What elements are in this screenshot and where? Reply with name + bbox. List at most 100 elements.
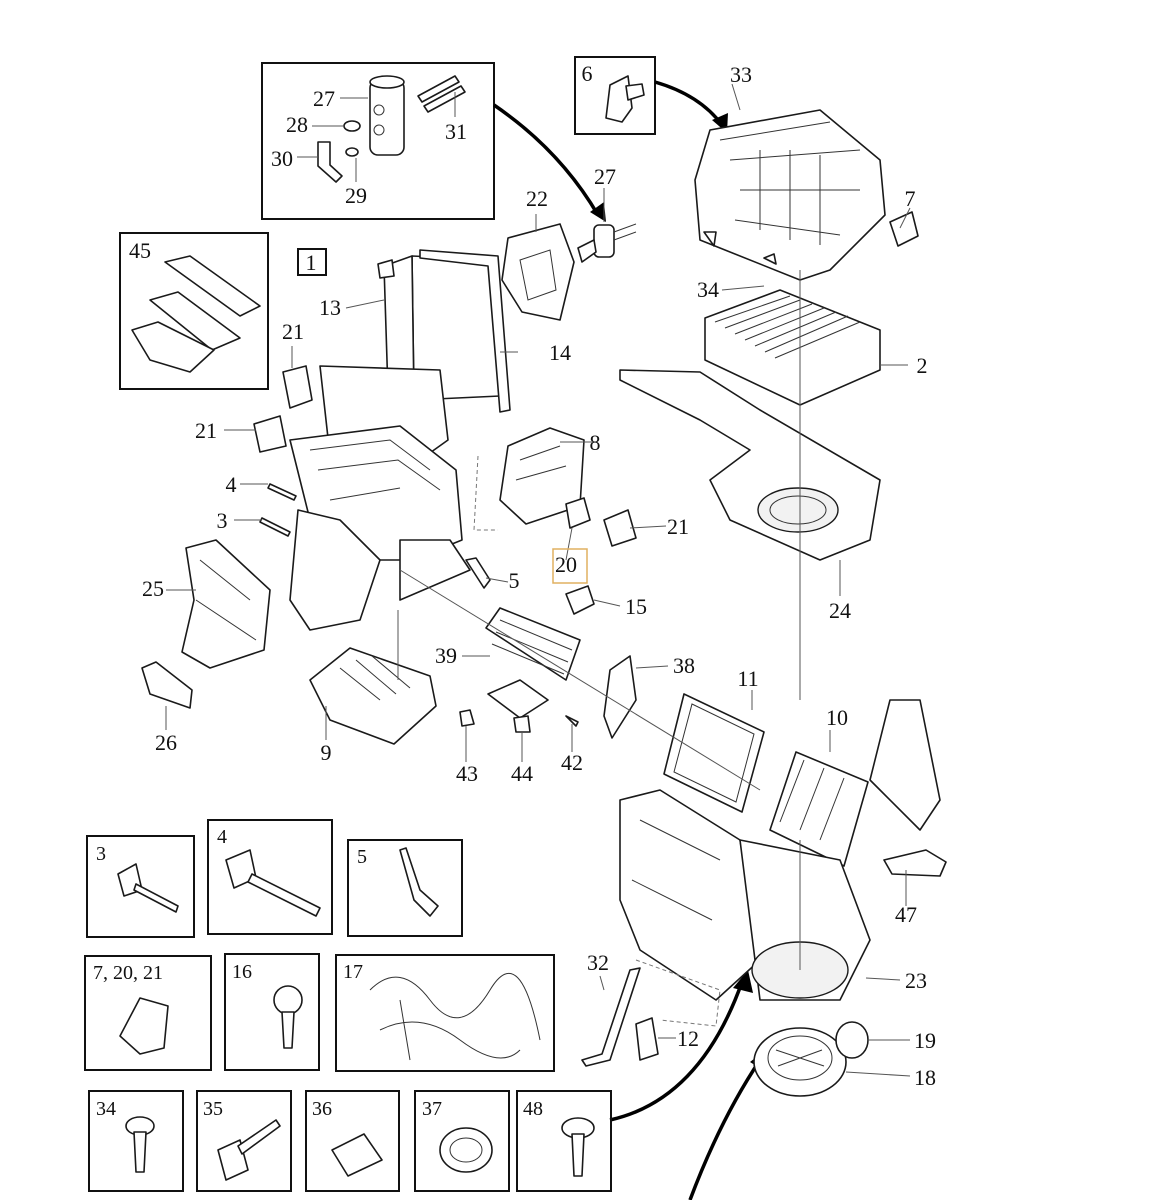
part-label-26: 26 [155,730,177,755]
part-label-9: 9 [321,740,332,765]
detail-label-5: 5 [357,846,367,868]
part-44-clip [513,715,531,733]
part-20-actuator [565,497,591,529]
part-33-distribution-housing [694,109,919,281]
part-27-valve [577,223,637,263]
part-label-28: 28 [286,112,308,137]
part-label-4: 4 [226,472,237,497]
part-25-duct [181,539,271,669]
part-label-6: 6 [582,61,593,86]
detail-box-34 [88,1090,184,1192]
part-label-18: 18 [914,1065,936,1090]
part-label-31: 31 [445,119,467,144]
part-label-13: 13 [319,295,341,320]
part-3-screw [259,517,291,537]
detail-box-3 [86,835,195,938]
detail-label-16: 16 [232,961,252,983]
detail-box-labels: 3 4 5 7, 20, 21 16 17 34 35 36 37 48 [93,826,543,1120]
part-32-drain-hose [581,967,641,1067]
part-45-inset [119,232,269,390]
part-label-5: 5 [509,568,520,593]
detail-label-3: 3 [96,843,106,865]
detail-box-7-20-21 [84,955,212,1071]
part-11-filter [663,693,765,813]
part-label-27-inset: 27 [313,86,335,111]
detail-box-37 [414,1090,510,1192]
part-22-cover [501,223,575,321]
part-label-33: 33 [730,62,752,87]
detail-label-34: 34 [96,1098,116,1120]
part-2-cabin-filter [704,289,881,406]
part-label-34: 34 [697,277,719,302]
detail-label-7-20-21: 7, 20, 21 [93,962,163,984]
part-label-19: 19 [914,1028,936,1053]
part-39-heater-core [485,607,581,681]
detail-label-36: 36 [312,1098,332,1120]
part-42-screw [565,715,579,727]
part-label-21b: 21 [195,418,217,443]
part-6-inset [574,56,656,135]
part-label-38: 38 [673,653,695,678]
detail-box-35 [196,1090,292,1192]
detail-label-48: 48 [523,1098,543,1120]
part-label-42: 42 [561,750,583,775]
part-18-blower [753,1027,847,1097]
part-26-seal [141,661,193,709]
detail-box-17 [335,954,555,1072]
part-label-39: 39 [435,643,457,668]
heater-pipe-bracket [487,679,549,719]
part-label-44: 44 [511,761,533,786]
part-label-45: 45 [129,238,151,263]
part-15-sensor [565,585,595,615]
part-label-8: 8 [590,430,601,455]
part-5-clip [465,557,491,589]
part-24-intake-housing [619,369,881,561]
part-label-29: 29 [345,183,367,208]
detail-label-17: 17 [343,961,363,983]
part-label-32: 32 [587,950,609,975]
part-label-24: 24 [829,598,851,623]
part-label-12: 12 [677,1026,699,1051]
part-21-actuator-lower [253,415,287,453]
detail-box-48 [516,1090,612,1192]
part-label-10: 10 [826,705,848,730]
part-label-21c: 21 [667,514,689,539]
part-label-7: 7 [905,186,916,211]
part-13-evaporator [377,255,501,401]
part-9-lower-case [309,647,437,745]
part-label-23: 23 [905,968,927,993]
part-label-30: 30 [271,146,293,171]
detail-label-4: 4 [217,826,227,848]
part-43-clip [459,709,475,727]
detail-box-36 [305,1090,400,1192]
part-label-14: 14 [549,340,571,365]
part-label-21a: 21 [282,319,304,344]
part-14-seal [419,249,511,413]
part-label-1: 1 [306,250,317,275]
part-20-highlight [552,548,588,584]
part-label-47: 47 [895,902,917,927]
part-12-sensor [635,1017,659,1061]
part-label-3: 3 [217,508,228,533]
main-heater-case [289,365,471,631]
part-10-evaporator-core [769,699,941,867]
part-label-43: 43 [456,761,478,786]
part-21-actuator-upper [282,365,313,409]
part-label-20: 20 [555,552,577,577]
part-19-resistor [835,1021,869,1059]
callout-labels: 1 2 3 4 5 6 7 8 9 10 11 12 13 14 15 18 1… [129,61,936,1090]
detail-label-37: 37 [422,1098,442,1120]
detail-box-4 [207,819,333,935]
blower-housing [619,789,871,1001]
part-label-11: 11 [737,666,758,691]
part-label-2: 2 [917,353,928,378]
part-21-actuator-right [603,509,637,547]
expansion-valve-inset [261,62,495,220]
detail-label-35: 35 [203,1098,223,1120]
part-38-bracket [603,655,637,739]
part-47-bracket [883,849,947,877]
part-label-15: 15 [625,594,647,619]
part-4-screw [267,483,297,501]
part-label-27: 27 [594,164,616,189]
